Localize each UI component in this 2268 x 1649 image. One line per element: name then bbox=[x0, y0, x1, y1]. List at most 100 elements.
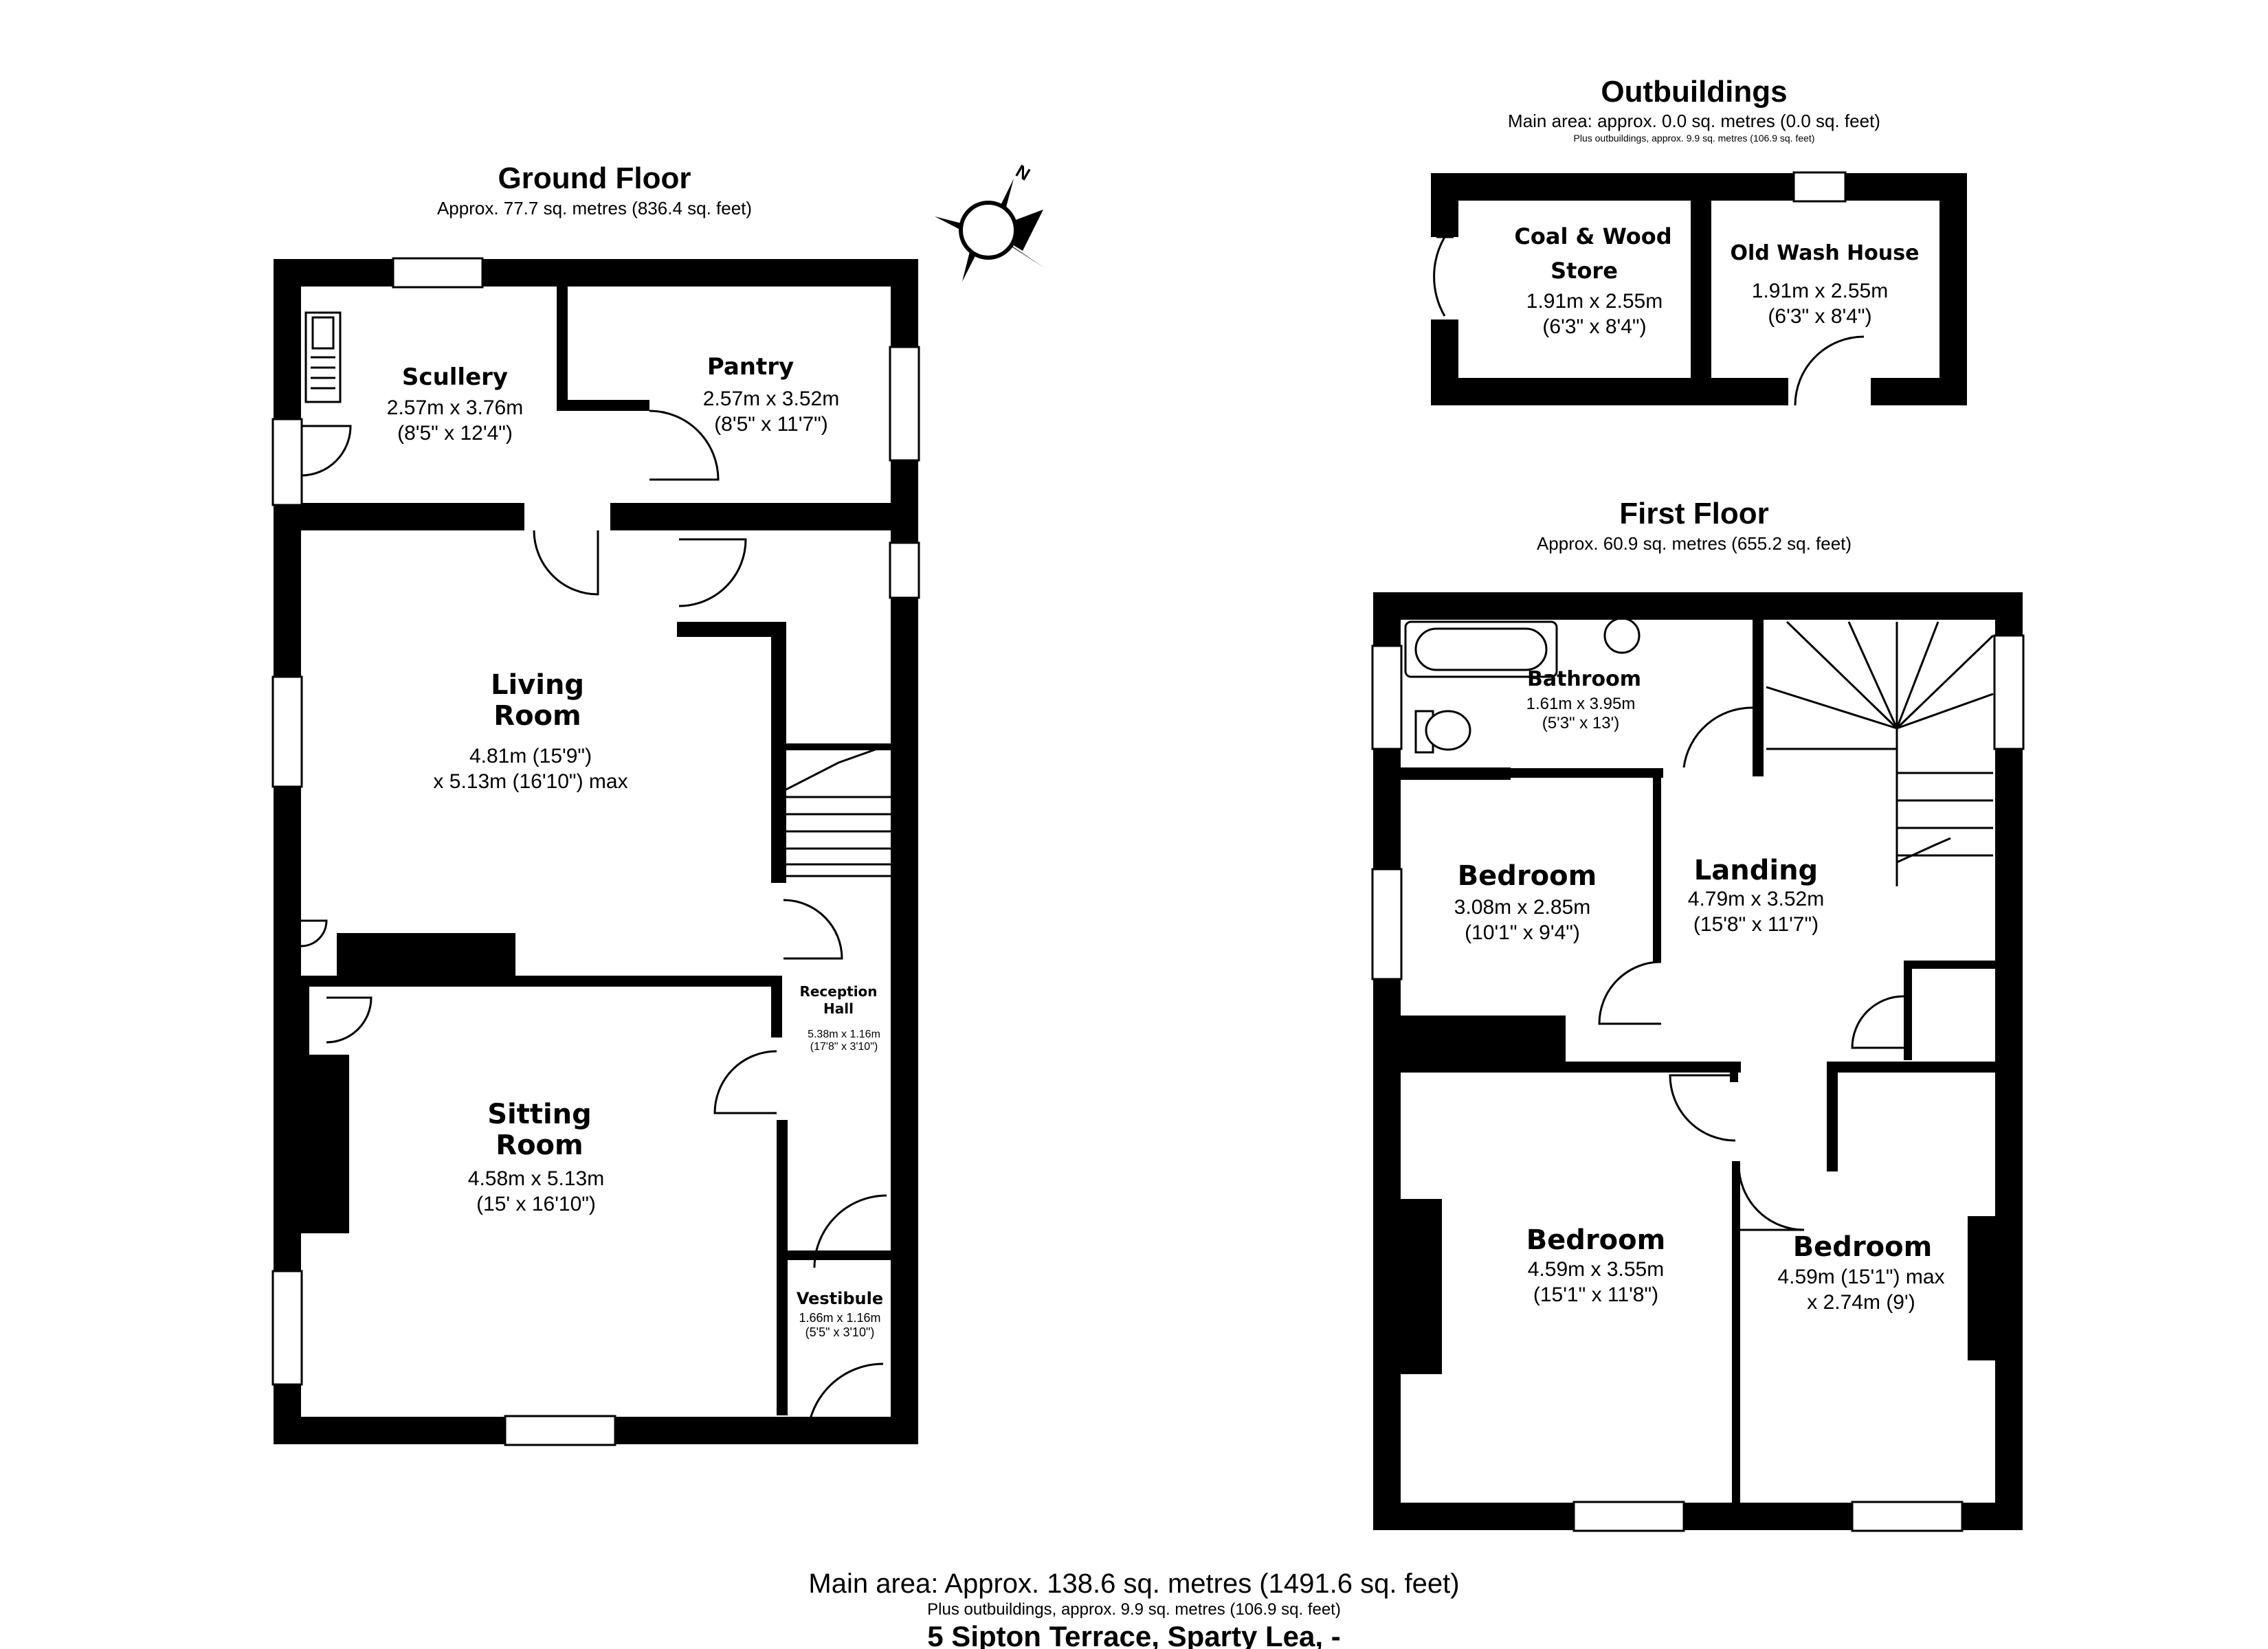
window bbox=[889, 346, 920, 462]
room-sitting-room: Sitting Room 4.58m x 5.13m (15' x 16'10"… bbox=[468, 1099, 604, 1215]
room-dimensions-imperial: x 5.13m (16'10") max bbox=[433, 770, 627, 793]
wall bbox=[301, 1055, 349, 1233]
door-swing bbox=[806, 1362, 884, 1437]
door-swing bbox=[1794, 335, 1865, 406]
wall bbox=[788, 1250, 891, 1260]
outbuilding-wall-right bbox=[1939, 173, 1967, 405]
room-dimensions: 4.79m x 3.52m bbox=[1688, 888, 1824, 910]
room-name: Hall bbox=[823, 1000, 854, 1017]
total-outbuildings-area: Plus outbuildings, approx. 9.9 sq. metre… bbox=[927, 1600, 1341, 1619]
room-dimensions: 1.66m x 1.16m bbox=[799, 1311, 880, 1325]
window bbox=[504, 1415, 616, 1446]
bath-basin bbox=[1414, 627, 1548, 671]
first-floor-area: Approx. 60.9 sq. metres (655.2 sq. feet) bbox=[1537, 533, 1852, 554]
room-dimensions-imperial: (15'1" x 11'8") bbox=[1533, 1283, 1658, 1306]
room-dimensions: 4.81m (15'9") bbox=[469, 745, 592, 767]
room-bedroom-2: Bedroom 4.59m x 3.55m (15'1" x 11'8") bbox=[1526, 1224, 1666, 1306]
outbuildings: Outbuildings Main area: approx. 0.0 sq. … bbox=[1430, 75, 1967, 406]
room-dimensions-imperial: (8'5" x 12'4") bbox=[397, 422, 513, 445]
room-dimensions-imperial: (15'8" x 11'7") bbox=[1693, 913, 1819, 936]
room-dimensions-imperial: (8'5" x 11'7") bbox=[714, 413, 828, 436]
wall bbox=[610, 503, 892, 530]
stair-arrow bbox=[1896, 837, 1951, 864]
room-name: Vestibule bbox=[797, 1289, 883, 1308]
staircase bbox=[1766, 620, 1994, 886]
room-name: Bathroom bbox=[1527, 667, 1641, 691]
door-swing bbox=[1669, 1074, 1736, 1142]
first-floor: First Floor Approx. 60.9 sq. metres (655… bbox=[1371, 497, 2025, 1532]
room-dimensions: 4.59m x 3.55m bbox=[1528, 1258, 1664, 1281]
door-swing bbox=[300, 425, 352, 477]
room-dimensions-imperial: (10'1" x 9'4") bbox=[1465, 921, 1580, 944]
room-dimensions: 2.57m x 3.52m bbox=[703, 388, 839, 410]
wall bbox=[786, 743, 893, 750]
room-living-room: Living Room 4.81m (15'9") x 5.13m (16'10… bbox=[433, 669, 627, 793]
window bbox=[1371, 868, 1403, 980]
room-bedroom-3: Bedroom 4.59m (15'1") max x 2.74m (9') bbox=[1777, 1231, 1944, 1314]
door-swing bbox=[783, 899, 843, 960]
outbuildings-area: Main area: approx. 0.0 sq. metres (0.0 s… bbox=[1508, 111, 1880, 131]
total-main-area: Main area: Approx. 138.6 sq. metres (149… bbox=[808, 1569, 1459, 1599]
door-swing bbox=[1433, 236, 1454, 317]
wall bbox=[777, 1120, 788, 1415]
door-swing bbox=[300, 919, 328, 947]
wall bbox=[557, 400, 649, 411]
wall bbox=[771, 622, 786, 883]
outbuildings-area-sub: Plus outbuildings, approx. 9.9 sq. metre… bbox=[1574, 133, 1815, 144]
footer: Main area: Approx. 138.6 sq. metres (149… bbox=[808, 1569, 1459, 1649]
door-swing bbox=[813, 1194, 887, 1268]
room-pantry: Pantry 2.57m x 3.52m (8'5" x 11'7") bbox=[703, 353, 839, 436]
door-swing bbox=[1851, 995, 1904, 1049]
window bbox=[271, 675, 303, 788]
wall bbox=[1904, 961, 1912, 1060]
room-dimensions: 5.38m x 1.16m bbox=[808, 1029, 880, 1040]
window bbox=[1371, 644, 1403, 750]
stair-tread bbox=[1896, 693, 1994, 730]
room-dimensions: 1.91m x 2.55m bbox=[1526, 290, 1663, 313]
ground-floor-area: Approx. 77.7 sq. metres (836.4 sq. feet) bbox=[437, 198, 752, 218]
room-name: Bedroom bbox=[1458, 860, 1597, 892]
room-scullery: Scullery 2.57m x 3.76m (8'5" x 12'4") bbox=[387, 363, 523, 445]
door-swing bbox=[1737, 1164, 1805, 1231]
first-floor-title: First Floor bbox=[1619, 497, 1769, 530]
door-swing bbox=[713, 1050, 777, 1114]
room-name: Store bbox=[1550, 258, 1618, 284]
wall bbox=[1498, 768, 1663, 778]
room-dimensions: 4.59m (15'1") max bbox=[1777, 1266, 1944, 1288]
property-address: 5 Sipton Terrace, Sparty Lea, - bbox=[927, 1620, 1340, 1649]
stairs-outline bbox=[783, 744, 893, 877]
window bbox=[271, 1270, 303, 1386]
wall bbox=[1401, 767, 1511, 780]
door-swing bbox=[1682, 706, 1753, 768]
first-outer-wall-top bbox=[1373, 592, 2023, 620]
room-name: Bedroom bbox=[1793, 1231, 1933, 1263]
outbuilding-wall-bottom bbox=[1431, 378, 1788, 405]
window bbox=[1792, 171, 1847, 203]
room-landing: Landing 4.79m x 3.52m (15'8" x 11'7") bbox=[1688, 855, 1824, 936]
window bbox=[271, 418, 303, 506]
wall bbox=[1827, 1062, 1999, 1073]
room-name: Room bbox=[493, 700, 581, 732]
compass-north-label: N bbox=[1012, 160, 1034, 184]
wall bbox=[301, 503, 524, 530]
room-dimensions-imperial: (15' x 16'10") bbox=[476, 1193, 596, 1215]
stair-arrow bbox=[784, 744, 887, 792]
stair-tread bbox=[1895, 621, 1939, 729]
compass-icon: N bbox=[935, 160, 1045, 282]
wall bbox=[1732, 1161, 1740, 1505]
window bbox=[392, 257, 484, 289]
wall bbox=[1663, 1062, 1737, 1073]
room-dimensions: 1.61m x 3.95m bbox=[1526, 695, 1636, 713]
sink-icon bbox=[1603, 617, 1641, 654]
outbuildings-title: Outbuildings bbox=[1601, 75, 1787, 109]
room-coal-store: Coal & Wood Store 1.91m x 2.55m (6'3" x … bbox=[1514, 223, 1671, 338]
bath-icon bbox=[1404, 620, 1558, 678]
toilet-bowl bbox=[1425, 710, 1471, 751]
room-dimensions-imperial: x 2.74m (9') bbox=[1807, 1291, 1915, 1314]
room-name: Pantry bbox=[707, 353, 794, 381]
door-swing bbox=[1598, 961, 1662, 1025]
wall bbox=[301, 976, 782, 987]
wall bbox=[1968, 1216, 1997, 1360]
ground-floor-title: Ground Floor bbox=[498, 161, 691, 195]
wall bbox=[1653, 773, 1661, 962]
